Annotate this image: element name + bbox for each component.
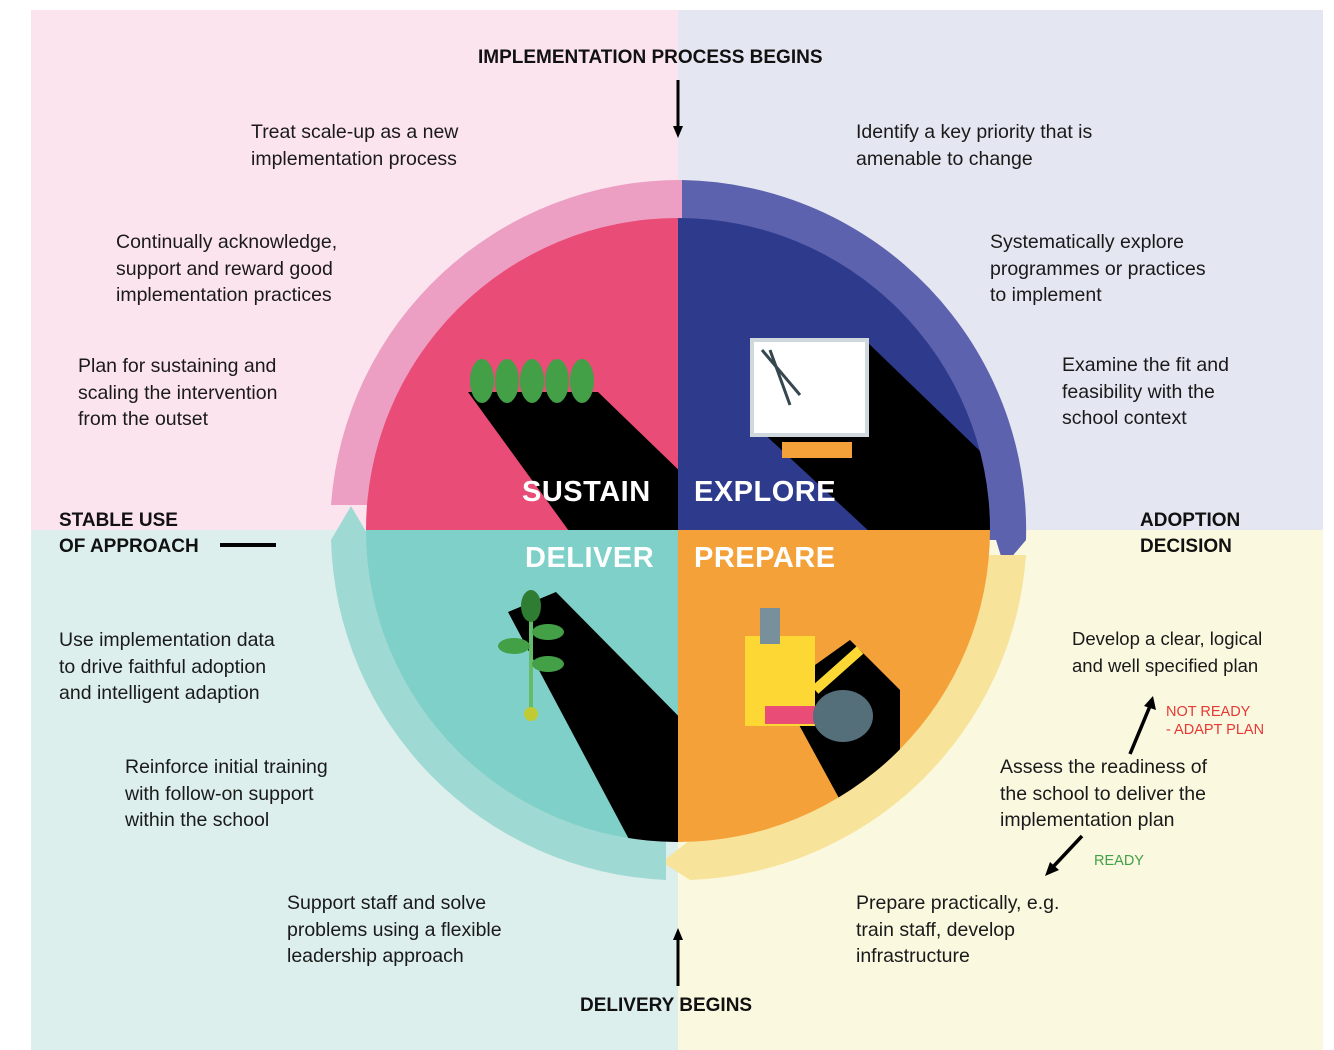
- excavator-icon: [745, 608, 873, 742]
- arrow-up-right-icon: [1128, 696, 1156, 755]
- deliver-step-2: Reinforce initial training with follow-o…: [125, 756, 328, 831]
- sustain-step-3: Plan for sustaining and scaling the inte…: [78, 355, 278, 430]
- phase-prepare: PREPARE: [694, 542, 836, 574]
- deliver-ring-arc: [331, 540, 666, 880]
- prepare-step-3: Prepare practically, e.g. train staff, d…: [856, 892, 1060, 967]
- trees-icon: [470, 359, 594, 403]
- stable-use-label: STABLE USE OF APPROACH: [59, 510, 199, 557]
- not-ready-tag: NOT READY - ADAPT PLAN: [1166, 704, 1265, 738]
- prepare-step-1: Develop a clear, logical and well specif…: [1072, 628, 1263, 676]
- adoption-decision-label: ADOPTION DECISION: [1140, 510, 1241, 557]
- delivery-begins-label: DELIVERY BEGINS: [580, 995, 753, 1016]
- arrow-left-icon: [220, 543, 276, 547]
- ready-tag: READY: [1094, 853, 1144, 869]
- explore-ring-arc: [682, 180, 1027, 540]
- prepare-ring-arc: [690, 555, 1026, 880]
- arrow-down-icon: [673, 80, 683, 138]
- deliver-step-3: Support staff and solve problems using a…: [287, 892, 502, 967]
- sustain-ring-arc: [331, 179, 684, 506]
- explore-step-3: Examine the fit and feasibility with the…: [1062, 354, 1229, 429]
- sustain-step-1: Treat scale-up as a new implementation p…: [251, 121, 459, 170]
- explore-step-1: Identify a key priority that is amenable…: [856, 121, 1093, 170]
- prepare-step-2: Assess the readiness of the school to de…: [1000, 756, 1208, 831]
- deliver-ring-arrowhead: [331, 506, 371, 540]
- explore-step-2: Systematically explore programmes or pra…: [990, 231, 1206, 306]
- phase-sustain: SUSTAIN: [522, 476, 651, 508]
- sustain-step-2: Continually acknowledge, support and rew…: [116, 231, 338, 306]
- drawing-board-icon: [750, 338, 869, 458]
- seedling-icon: [498, 590, 564, 721]
- implementation-process-begins-label: IMPLEMENTATION PROCESS BEGINS: [478, 47, 823, 68]
- prepare-ring-arrowhead: [662, 840, 690, 880]
- deliver-step-1: Use implementation data to drive faithfu…: [59, 629, 275, 704]
- arrow-down-left-icon: [1045, 834, 1084, 876]
- phase-explore: EXPLORE: [694, 476, 837, 508]
- phase-deliver: DELIVER: [525, 542, 655, 574]
- arrow-up-icon: [673, 928, 683, 986]
